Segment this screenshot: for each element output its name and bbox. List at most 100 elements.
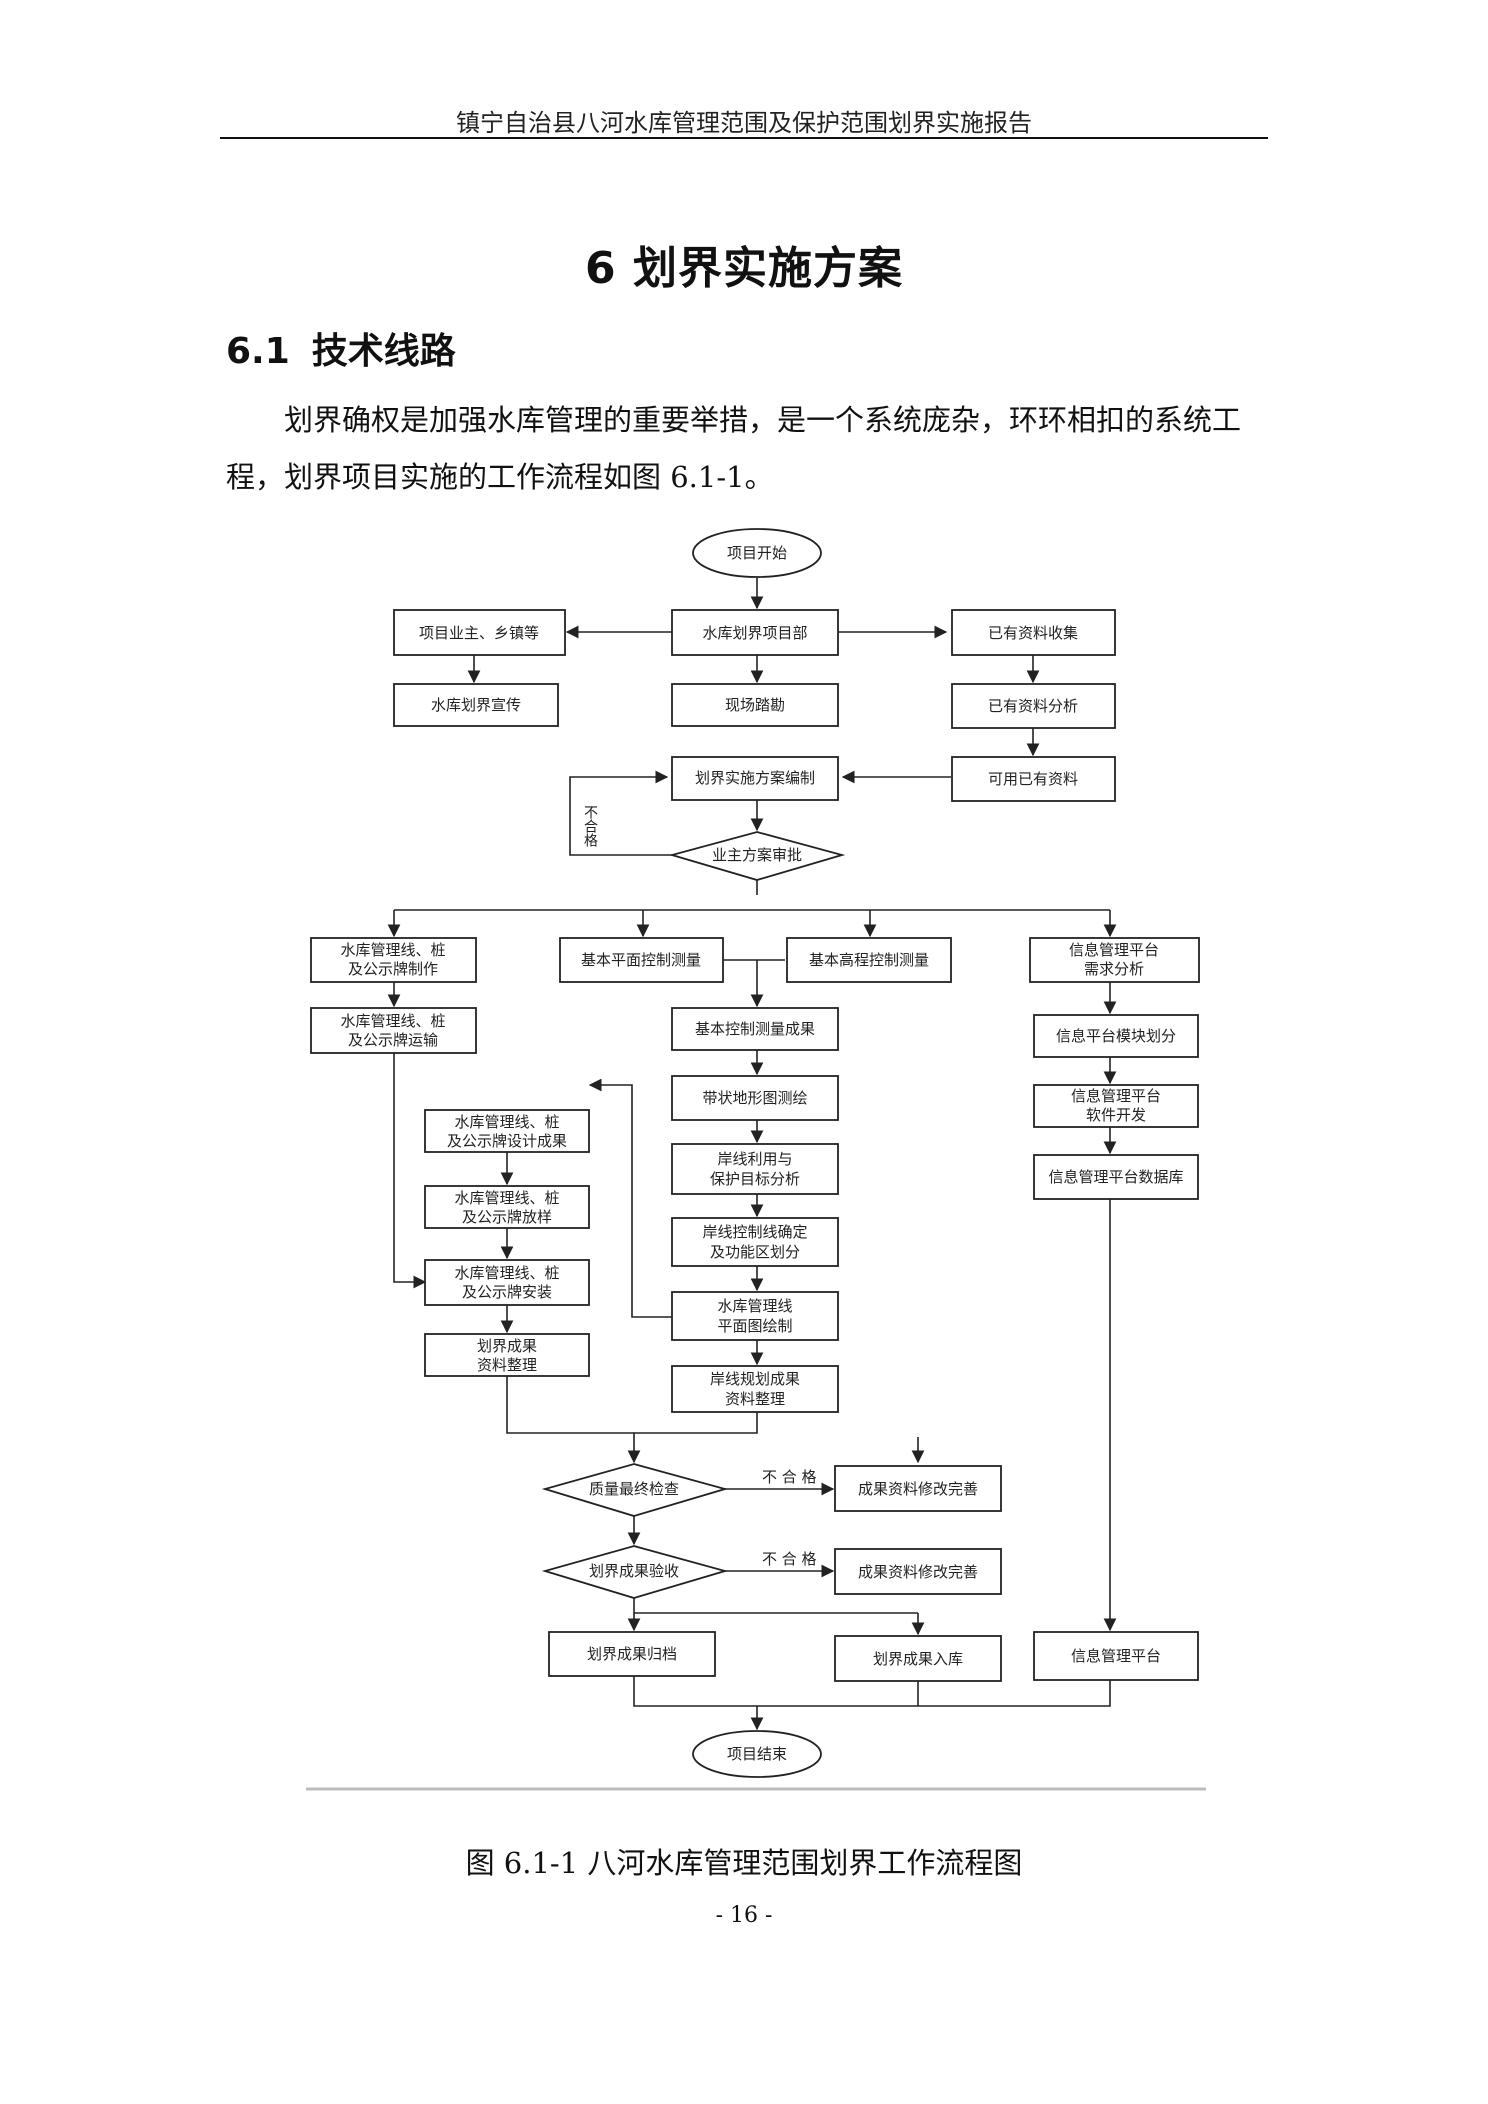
- body-paragraph: 划界确权是加强水库管理的重要举措，是一个系统庞杂，环环相扣的系统工程，划界项目实…: [226, 403, 1242, 494]
- svg-text:及公示牌放样: 及公示牌放样: [462, 1208, 552, 1226]
- label-reject: 不合格: [582, 805, 598, 847]
- svg-text:项目开始: 项目开始: [727, 544, 787, 562]
- figure-caption: 图 6.1-1 八河水库管理范围划界工作流程图: [465, 1846, 1023, 1880]
- svg-text:岸线控制线确定: 岸线控制线确定: [702, 1223, 807, 1241]
- svg-text:可用已有资料: 可用已有资料: [988, 770, 1078, 788]
- svg-text:不合格: 不合格: [582, 805, 598, 847]
- svg-text:成果资料修改完善: 成果资料修改完善: [858, 1480, 978, 1498]
- svg-text:划界成果: 划界成果: [477, 1337, 537, 1355]
- svg-text:项目结束: 项目结束: [727, 1745, 787, 1763]
- svg-text:基本高程控制测量: 基本高程控制测量: [809, 951, 929, 969]
- node-end: 项目结束: [692, 1730, 822, 1778]
- section-number: 6.1: [226, 331, 290, 372]
- flowchart-connectors: [387, 578, 1117, 1731]
- node-fix-1: 成果资料修改完善: [834, 1465, 1002, 1512]
- svg-text:保护目标分析: 保护目标分析: [710, 1170, 800, 1188]
- node-info-dev: 信息管理平台 软件开发: [1033, 1084, 1199, 1128]
- svg-text:不 合 格: 不 合 格: [762, 1550, 817, 1568]
- svg-text:基本平面控制测量: 基本平面控制测量: [581, 951, 701, 969]
- svg-text:及公示牌设计成果: 及公示牌设计成果: [447, 1132, 567, 1150]
- svg-text:信息管理平台: 信息管理平台: [1069, 941, 1159, 959]
- svg-text:业主方案审批: 业主方案审批: [712, 846, 802, 864]
- node-reuse-data: 可用已有资料: [951, 756, 1116, 802]
- node-shore-doc: 岸线规划成果 资料整理: [671, 1365, 839, 1413]
- svg-text:水库管理线、桩: 水库管理线、桩: [454, 1113, 559, 1131]
- node-result-doc: 划界成果 资料整理: [424, 1333, 590, 1377]
- node-shore-use: 岸线利用与 保护目标分析: [671, 1143, 839, 1195]
- node-data-analyze: 已有资料分析: [951, 683, 1116, 729]
- node-install: 水库管理线、桩 及公示牌安装: [424, 1259, 590, 1306]
- svg-text:水库管理线、桩: 水库管理线、桩: [340, 1012, 445, 1030]
- header-rule: [220, 137, 1268, 139]
- svg-text:信息平台模块划分: 信息平台模块划分: [1056, 1027, 1176, 1045]
- section-title: 技术线路: [311, 331, 456, 372]
- svg-text:已有资料分析: 已有资料分析: [988, 697, 1078, 715]
- node-info-module: 信息平台模块划分: [1033, 1014, 1199, 1058]
- node-strip-map: 带状地形图测绘: [671, 1075, 839, 1121]
- svg-text:平面图绘制: 平面图绘制: [717, 1317, 792, 1335]
- svg-text:水库管理线、桩: 水库管理线、桩: [454, 1264, 559, 1282]
- svg-text:水库划界项目部: 水库划界项目部: [702, 624, 807, 642]
- node-info-req: 信息管理平台 需求分析: [1029, 937, 1200, 983]
- workflow-flowchart: 项目开始 水库划界项目部 项目业主、乡镇等 水库划界宣传 现场踏勘 已有资料收集…: [306, 528, 1206, 1791]
- svg-text:划界成果归档: 划界成果归档: [587, 1645, 677, 1663]
- node-archive: 划界成果归档: [548, 1631, 716, 1677]
- node-ctrl-plane: 基本平面控制测量: [559, 937, 724, 983]
- node-ctrl-result: 基本控制测量成果: [671, 1007, 839, 1051]
- svg-text:资料整理: 资料整理: [477, 1356, 537, 1374]
- node-plan: 划界实施方案编制: [671, 756, 839, 801]
- node-acceptance: 划界成果验收: [541, 1545, 729, 1599]
- svg-text:带状地形图测绘: 带状地形图测绘: [702, 1089, 807, 1107]
- page-number: - 16 -: [715, 1903, 773, 1928]
- node-info-db: 信息管理平台数据库: [1033, 1154, 1199, 1200]
- node-owner: 项目业主、乡镇等: [393, 609, 566, 656]
- svg-text:质量最终检查: 质量最终检查: [589, 1480, 679, 1498]
- svg-text:信息管理平台: 信息管理平台: [1071, 1647, 1161, 1665]
- section-heading: 6.1 技术线路: [226, 322, 456, 374]
- node-publicity: 水库划界宣传: [393, 683, 559, 727]
- node-store: 划界成果入库: [834, 1635, 1002, 1682]
- svg-text:基本控制测量成果: 基本控制测量成果: [695, 1020, 815, 1038]
- svg-text:信息管理平台数据库: 信息管理平台数据库: [1048, 1168, 1183, 1186]
- node-transport: 水库管理线、桩 及公示牌运输: [310, 1007, 477, 1054]
- label-fail-1: 不 合 格: [762, 1468, 817, 1486]
- node-data-collect: 已有资料收集: [951, 609, 1116, 656]
- svg-text:岸线利用与: 岸线利用与: [717, 1150, 792, 1168]
- node-start: 项目开始: [692, 528, 822, 578]
- svg-text:已有资料收集: 已有资料收集: [988, 624, 1078, 642]
- svg-text:项目业主、乡镇等: 项目业主、乡镇等: [419, 624, 539, 642]
- node-shore-ctrl: 岸线控制线确定 及功能区划分: [671, 1217, 839, 1267]
- svg-text:及功能区划分: 及功能区划分: [710, 1243, 800, 1261]
- node-draw-plan: 水库管理线 平面图绘制: [671, 1291, 839, 1341]
- node-design: 水库管理线、桩 及公示牌设计成果: [424, 1109, 590, 1153]
- svg-text:水库管理线、桩: 水库管理线、桩: [454, 1189, 559, 1207]
- svg-text:水库划界宣传: 水库划界宣传: [431, 696, 521, 714]
- svg-text:水库管理线、桩: 水库管理线、桩: [340, 941, 445, 959]
- svg-text:现场踏勘: 现场踏勘: [725, 696, 785, 714]
- node-approve: 业主方案审批: [668, 831, 846, 881]
- svg-text:及公示牌运输: 及公示牌运输: [348, 1031, 438, 1049]
- label-fail-2: 不 合 格: [762, 1550, 817, 1568]
- svg-text:划界成果入库: 划界成果入库: [873, 1650, 963, 1668]
- node-project-dept: 水库划界项目部: [671, 609, 839, 656]
- svg-text:信息管理平台: 信息管理平台: [1071, 1087, 1161, 1105]
- node-stake: 水库管理线、桩 及公示牌放样: [424, 1185, 590, 1229]
- svg-text:成果资料修改完善: 成果资料修改完善: [858, 1563, 978, 1581]
- node-make-signs: 水库管理线、桩 及公示牌制作: [310, 937, 477, 983]
- svg-text:软件开发: 软件开发: [1086, 1106, 1146, 1124]
- svg-text:划界实施方案编制: 划界实施方案编制: [695, 769, 815, 787]
- svg-text:划界成果验收: 划界成果验收: [589, 1562, 679, 1580]
- svg-text:岸线规划成果: 岸线规划成果: [710, 1370, 800, 1388]
- running-header: 镇宁自治县八河水库管理范围及保护范围划界实施报告: [456, 109, 1032, 137]
- node-fix-2: 成果资料修改完善: [834, 1548, 1002, 1595]
- svg-text:资料整理: 资料整理: [725, 1390, 785, 1408]
- svg-text:水库管理线: 水库管理线: [717, 1297, 792, 1315]
- svg-text:不 合 格: 不 合 格: [762, 1468, 817, 1486]
- node-site-survey: 现场踏勘: [671, 683, 839, 727]
- node-quality-check: 质量最终检查: [541, 1463, 729, 1517]
- node-ctrl-elev: 基本高程控制测量: [786, 937, 952, 983]
- svg-text:需求分析: 需求分析: [1084, 960, 1144, 978]
- svg-text:及公示牌制作: 及公示牌制作: [348, 960, 438, 978]
- svg-text:及公示牌安装: 及公示牌安装: [462, 1283, 552, 1301]
- chapter-title: 6 划界实施方案: [585, 243, 903, 294]
